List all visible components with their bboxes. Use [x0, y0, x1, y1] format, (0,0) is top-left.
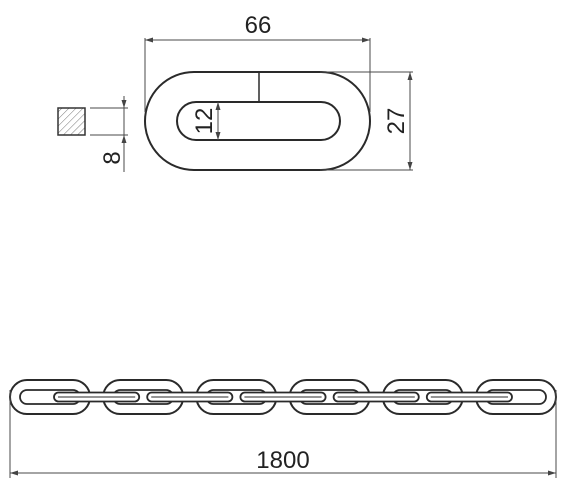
chain-length-dimension: 1800 — [9, 390, 557, 478]
chain-connector-link — [53, 391, 141, 403]
chain-arrow-right — [548, 470, 556, 476]
link-width-label: 27 — [383, 108, 410, 135]
bar-section: 8 — [57, 96, 128, 172]
link-detail: 66 27 12 — [144, 12, 413, 171]
chain-connector-link — [332, 391, 420, 403]
length-arrow-right — [362, 37, 370, 43]
chain-connector-link — [239, 391, 327, 403]
width-arrow-bottom — [407, 162, 413, 170]
inner-width-arrow-bottom — [215, 132, 221, 140]
section-arrow-bottom — [121, 135, 127, 143]
bar-thickness-label: 8 — [99, 151, 126, 164]
length-arrow-left — [145, 37, 153, 43]
width-arrow-top — [407, 72, 413, 80]
chain-connector-link — [146, 391, 234, 403]
chain-connector-link — [425, 391, 513, 403]
inner-width-label: 12 — [191, 108, 218, 135]
chain-length-label: 1800 — [256, 447, 309, 474]
bar-section-square — [57, 107, 86, 136]
link-length-label: 66 — [245, 12, 272, 39]
chain-arrow-left — [10, 470, 18, 476]
chain — [9, 379, 557, 415]
link-outer-contour — [144, 71, 371, 171]
inner-width-arrow-top — [215, 102, 221, 110]
section-arrow-top — [121, 100, 127, 108]
